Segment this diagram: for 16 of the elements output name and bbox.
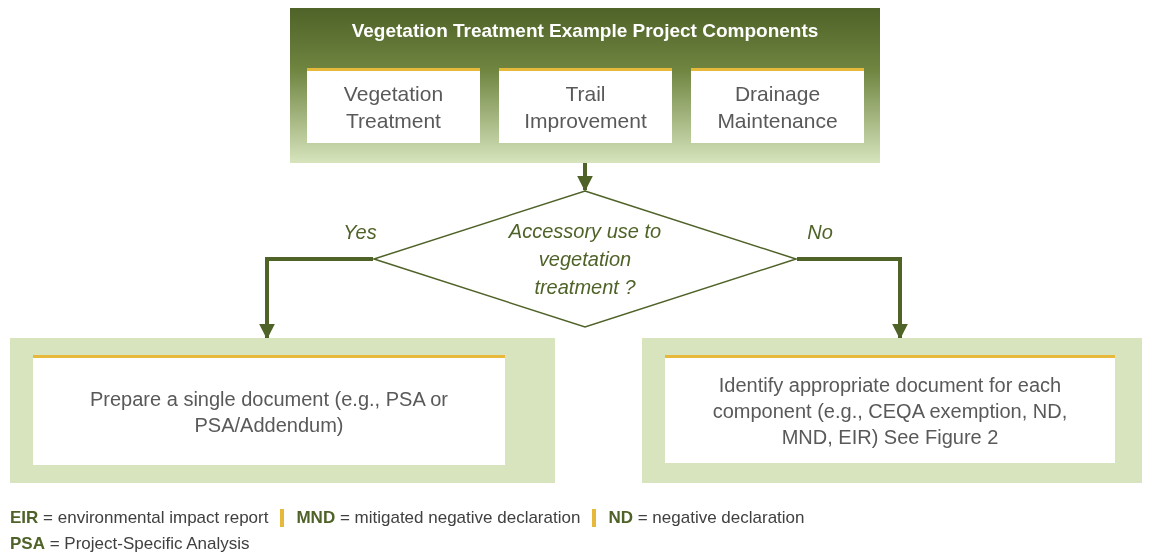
- arrow: [577, 163, 593, 192]
- abbreviation-note: MND = mitigated negative declaration: [296, 508, 581, 528]
- arrow: [259, 257, 373, 340]
- arrow: [797, 257, 908, 340]
- process-box: Identify appropriate document for each component (e.g., CEQA exemption, ND, MND, EIR) See Figure 2: [665, 355, 1115, 463]
- abbreviation-note: PSA = Project-Specific Analysis: [10, 534, 250, 554]
- group-box: [290, 8, 880, 163]
- abbreviation-note: ND = negative declaration: [608, 508, 805, 528]
- process-box: Drainage Maintenance: [691, 68, 864, 143]
- panel-box: [642, 338, 1142, 483]
- process-box: Prepare a single document (e.g., PSA or PSA/Addendum): [33, 355, 505, 465]
- process-box: Vegetation Treatment: [307, 68, 480, 143]
- abbreviation-note: EIR = environmental impact report: [10, 508, 269, 528]
- process-box: Trail Improvement: [499, 68, 672, 143]
- group-heading: Vegetation Treatment Example Project Components: [350, 20, 820, 42]
- panel-box: [10, 338, 555, 483]
